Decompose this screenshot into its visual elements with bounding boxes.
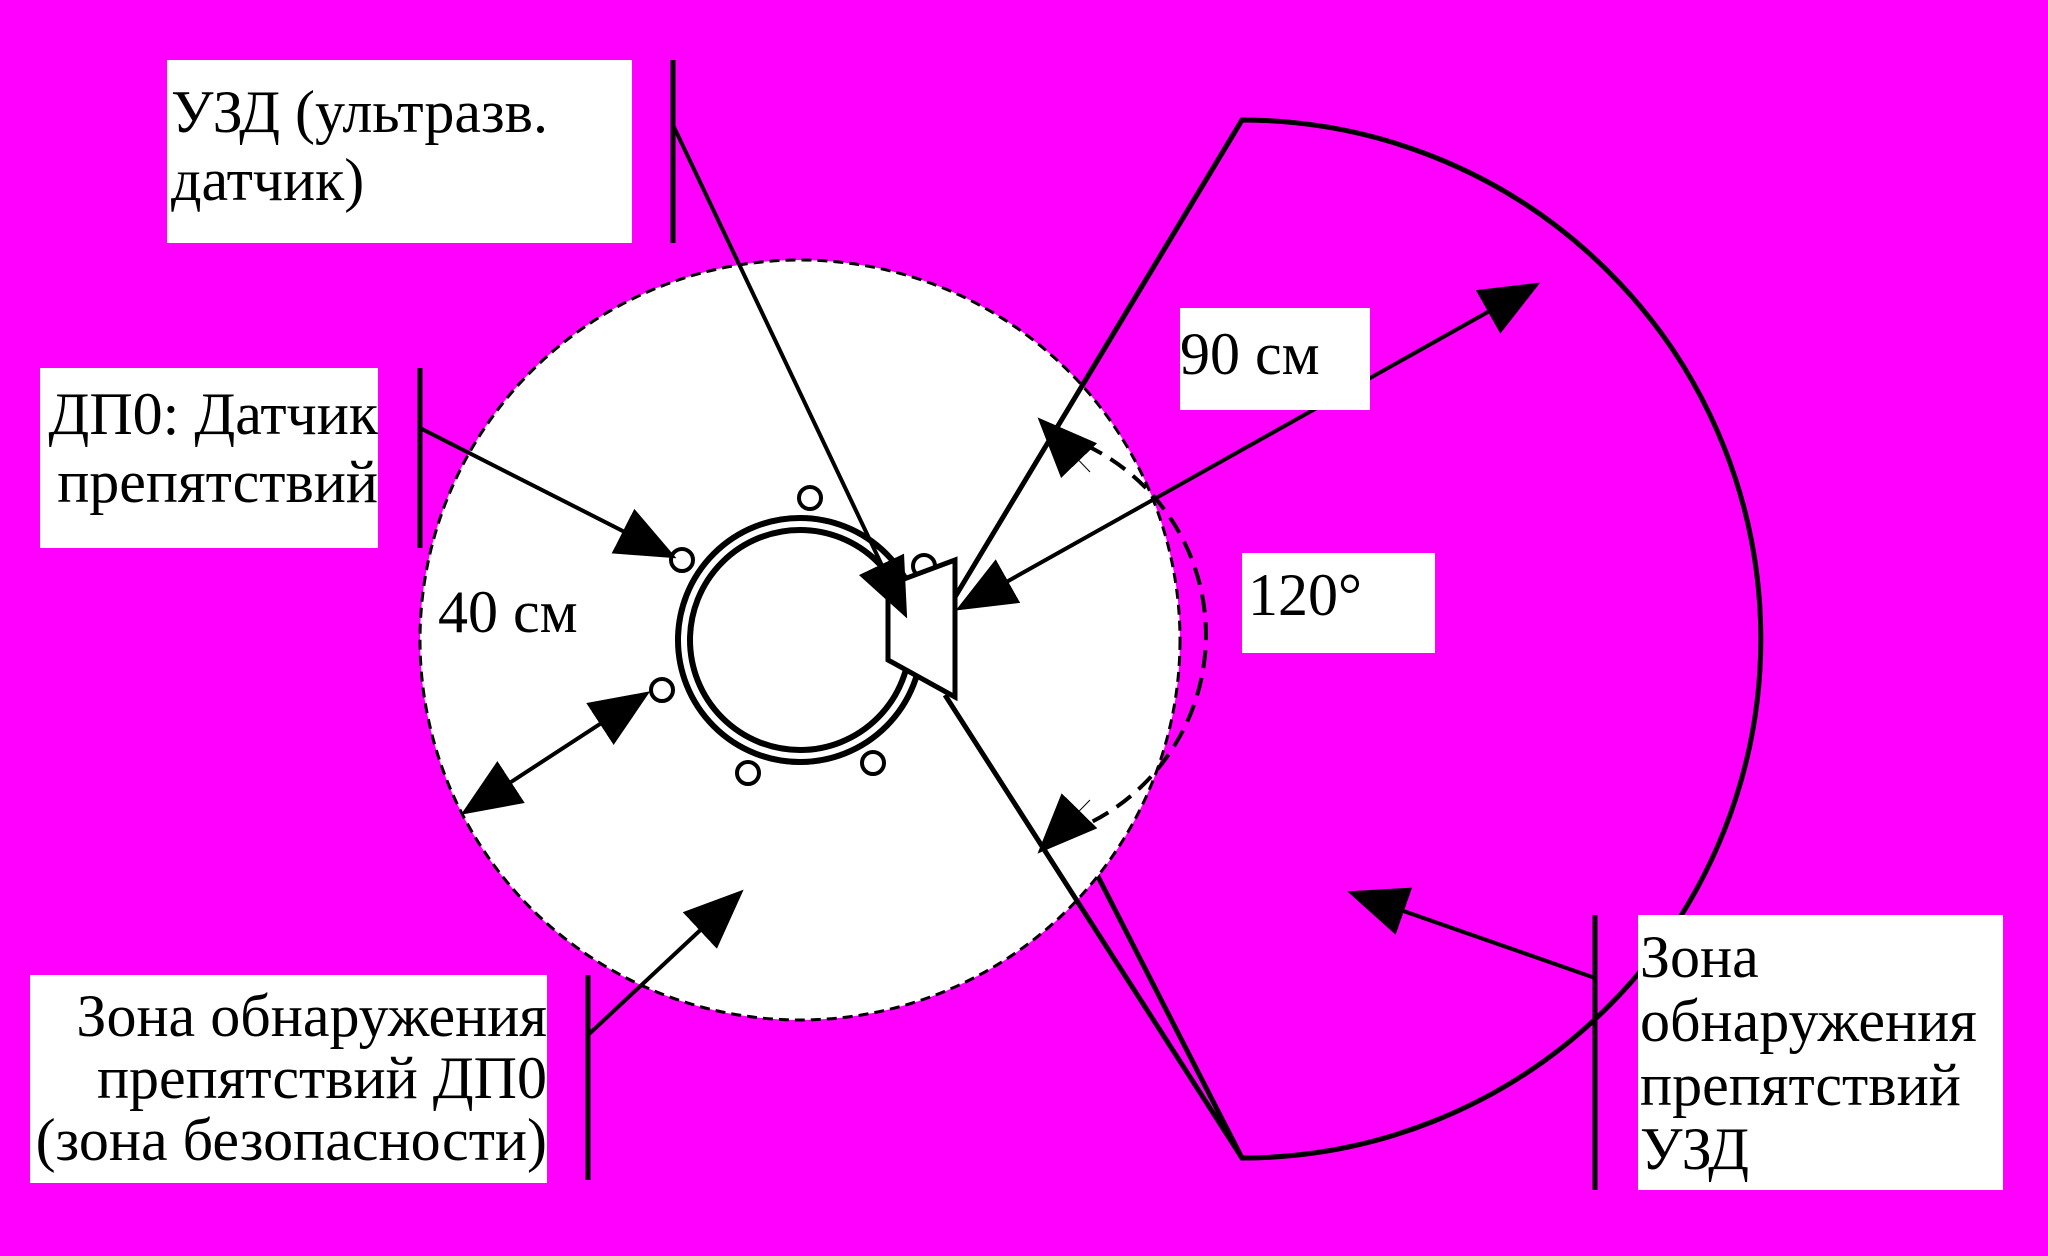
dp0-zone-label-line1: Зона обнаружения [76, 983, 547, 1049]
dp0-label-arrow [419, 426, 677, 559]
sector-lower-edge [942, 693, 1245, 1160]
dp0-sensor-dot [669, 547, 695, 573]
dp0-sensor-dot [735, 760, 761, 786]
angle-120-text: 120° [1248, 562, 1362, 628]
uzd-label-arrow [671, 124, 908, 619]
dist-40-label: 40 см [438, 578, 608, 648]
uzd-detection-sector [952, 117, 1764, 1161]
dp0-zone-label-line3: (зона безопасности) [35, 1107, 547, 1173]
uzd-sensor-label: УЗД (ультразв. датчик) [167, 60, 632, 243]
dp0-zone-label-line2: препятствий ДП0 [96, 1045, 547, 1111]
dist-90-label: 90 см [1180, 308, 1370, 410]
uzd-sensor-label-line2: датчик) [171, 147, 365, 213]
dist-90-text: 90 см [1180, 321, 1320, 387]
uzd-zone-label: Зона обнаружения препятствий УЗД [1638, 915, 2003, 1190]
dp0-sensor-label-line1: ДП0: Датчик [48, 381, 378, 447]
dist-40-text: 40 см [438, 579, 578, 645]
dp0-sensor-dot [797, 485, 823, 511]
dp0-zone-arrow [586, 889, 744, 1037]
uzd-zone-label-line4: УЗД [1640, 1116, 1750, 1182]
dp0-sensor-dot [649, 677, 675, 703]
uzd-zone-arrow [1347, 887, 1596, 980]
uzd-zone-label-line1: Зона [1640, 924, 1759, 990]
uzd-zone-label-line3: препятствий [1640, 1052, 1961, 1118]
uzd-zone-label-line2: обнаружения [1640, 988, 1977, 1054]
angle-120-label: 120° [1242, 553, 1435, 653]
angle-arrow-bottom [1037, 793, 1098, 854]
angle-arc [1059, 433, 1208, 837]
dp0-sensor-dot [860, 750, 886, 776]
dim-40-arrow [460, 691, 651, 815]
uzd-sensor-label-line1: УЗД (ультразв. [171, 79, 548, 145]
dp0-zone-label: Зона обнаружения препятствий ДП0 (зона б… [30, 975, 547, 1183]
dim-90-arrow [955, 282, 1541, 611]
robot-body-inner [687, 527, 913, 753]
dp0-sensor-label: ДП0: Датчик препятствий [40, 368, 378, 548]
dp0-sensor-label-line2: препятствий [57, 449, 378, 515]
